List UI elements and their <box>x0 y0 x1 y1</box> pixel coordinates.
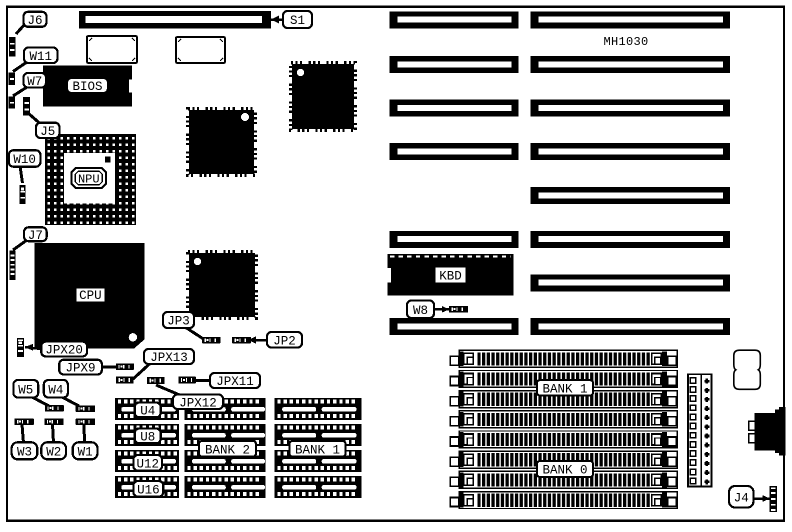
svg-text:U16: U16 <box>137 483 160 497</box>
svg-text:KBD: KBD <box>439 270 462 284</box>
svg-text:JPX9: JPX9 <box>66 362 96 376</box>
svg-text:JPX11: JPX11 <box>216 375 254 389</box>
svg-text:U12: U12 <box>136 457 159 471</box>
svg-text:BIOS: BIOS <box>72 80 102 94</box>
svg-text:JPX20: JPX20 <box>45 344 83 358</box>
svg-text:JP2: JP2 <box>273 334 296 348</box>
svg-text:MH1030: MH1030 <box>603 35 648 49</box>
svg-text:W10: W10 <box>13 153 36 167</box>
svg-text:S1: S1 <box>290 14 305 28</box>
svg-text:W4: W4 <box>48 383 63 397</box>
svg-text:BANK 2: BANK 2 <box>205 443 250 457</box>
svg-text:CPU: CPU <box>79 289 102 303</box>
svg-text:W7: W7 <box>27 75 42 89</box>
svg-text:BANK 0: BANK 0 <box>542 464 587 478</box>
svg-text:JPX13: JPX13 <box>150 351 188 365</box>
svg-text:J6: J6 <box>27 14 42 28</box>
svg-text:BANK 1: BANK 1 <box>542 382 587 396</box>
svg-text:JPX12: JPX12 <box>179 396 217 410</box>
svg-text:J5: J5 <box>40 125 55 139</box>
svg-text:J4: J4 <box>734 491 749 505</box>
svg-text:JP3: JP3 <box>167 315 190 329</box>
svg-text:W3: W3 <box>17 445 32 459</box>
svg-text:W11: W11 <box>29 50 52 64</box>
svg-text:W2: W2 <box>46 445 61 459</box>
svg-text:U8: U8 <box>140 430 155 444</box>
svg-text:J7: J7 <box>28 229 43 243</box>
svg-text:W1: W1 <box>78 445 93 459</box>
svg-text:NPU: NPU <box>78 173 100 187</box>
svg-text:U4: U4 <box>140 404 155 418</box>
svg-text:BANK 1: BANK 1 <box>295 443 340 457</box>
svg-text:W8: W8 <box>413 304 428 318</box>
svg-text:W5: W5 <box>18 383 33 397</box>
